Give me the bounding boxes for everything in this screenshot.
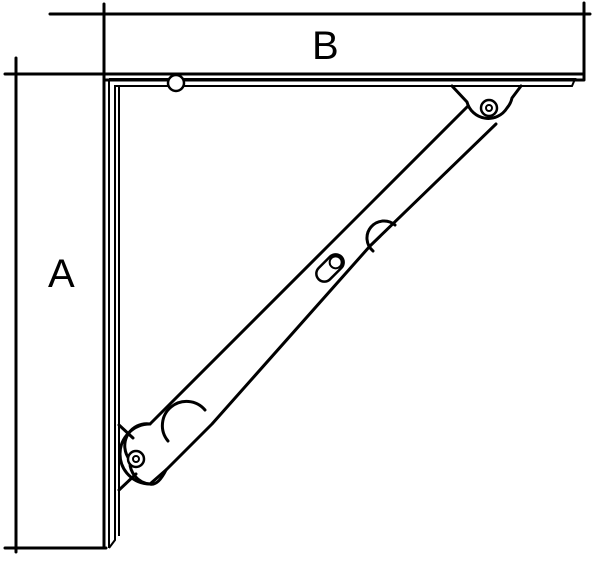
- top-hinge-plate: [450, 84, 523, 120]
- mounting-hole: [166, 73, 186, 93]
- folding-strut: [118, 104, 498, 486]
- strut-notch-upper: [365, 219, 397, 253]
- bottom-pivot-bolt: [126, 449, 146, 469]
- lock-slot: [315, 253, 345, 283]
- dimension-b-lines: [48, 1, 592, 80]
- bracket-frame: [102, 72, 586, 550]
- bottom-hinge-plate: [117, 423, 138, 492]
- dimension-a-lines: [3, 56, 108, 554]
- top-pivot-bolt: [479, 98, 499, 118]
- strut-notch-lower: [160, 399, 207, 443]
- dimension-b-label: B: [312, 24, 339, 68]
- dimension-a-label: A: [48, 252, 75, 296]
